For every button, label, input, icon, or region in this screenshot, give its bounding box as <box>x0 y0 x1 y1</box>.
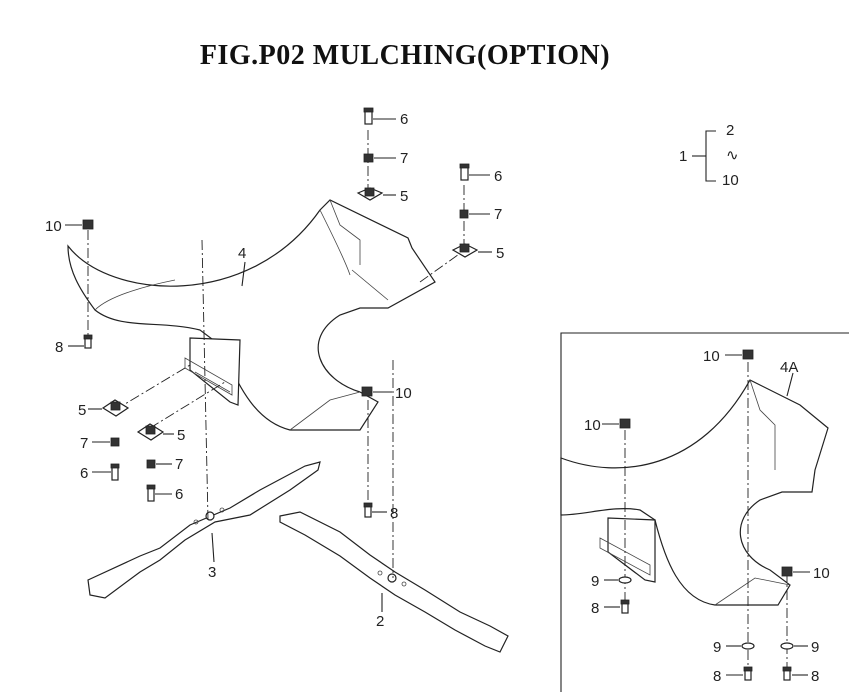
callout-9-inset-left: 9 <box>591 573 599 590</box>
callout-6-ll: 6 <box>80 465 88 482</box>
figure-title: FIG.P02 MULCHING(OPTION) <box>199 40 611 71</box>
callout-7: 7 <box>400 150 408 167</box>
callout-6-lc: 6 <box>175 486 183 503</box>
callout-8-inset-left: 8 <box>591 600 599 617</box>
blade-3: 3 <box>87 461 321 599</box>
callout-9-inset-right: 9 <box>811 639 819 656</box>
callout-8-inset-right: 8 <box>811 668 819 685</box>
hardware-stack-top: 6 7 5 <box>356 107 408 205</box>
callout-7-ll: 7 <box>80 435 88 452</box>
callout-7-lc: 7 <box>175 456 183 473</box>
callout-2: 2 <box>726 122 734 139</box>
callout-9-inset-mid: 9 <box>713 639 721 656</box>
mulching-deflector-4: 4 <box>67 199 436 431</box>
range-symbol: ∿ <box>726 147 739 164</box>
inset-4a-panel: 4A 10 10 10 9 8 9 8 9 8 <box>560 332 849 692</box>
callout-8-cr: 8 <box>390 505 398 522</box>
callout-10-inset-right: 10 <box>813 565 830 582</box>
callout-6: 6 <box>400 111 408 128</box>
hardware-stack-lower-left: 5 7 6 5 7 6 <box>78 399 185 503</box>
hardware-stack-right: 6 7 5 <box>451 163 504 262</box>
callout-10-left: 10 <box>45 218 62 235</box>
callout-5-lc: 5 <box>177 427 185 444</box>
callout-4: 4 <box>238 245 246 262</box>
callout-1: 1 <box>679 148 687 165</box>
blade-2: 2 <box>279 511 509 653</box>
callout-8-inset-mid: 8 <box>713 668 721 685</box>
callout-10-inset-left: 10 <box>584 417 601 434</box>
assembly-legend: 1 2 ∿ 10 <box>679 122 739 189</box>
callout-5-right: 5 <box>496 245 504 262</box>
callout-7-right: 7 <box>494 206 502 223</box>
callout-3: 3 <box>208 564 216 581</box>
callout-5: 5 <box>400 188 408 205</box>
callout-5-ll: 5 <box>78 402 86 419</box>
callout-6-right: 6 <box>494 168 502 185</box>
callout-10-cr: 10 <box>395 385 412 402</box>
callout-2-blade: 2 <box>376 613 384 630</box>
callout-10-inset-top: 10 <box>703 348 720 365</box>
hardware-left: 10 8 <box>45 218 94 356</box>
callout-8-left: 8 <box>55 339 63 356</box>
callout-10: 10 <box>722 172 739 189</box>
hardware-center-right: 10 8 <box>361 385 412 522</box>
callout-4a: 4A <box>780 359 798 376</box>
